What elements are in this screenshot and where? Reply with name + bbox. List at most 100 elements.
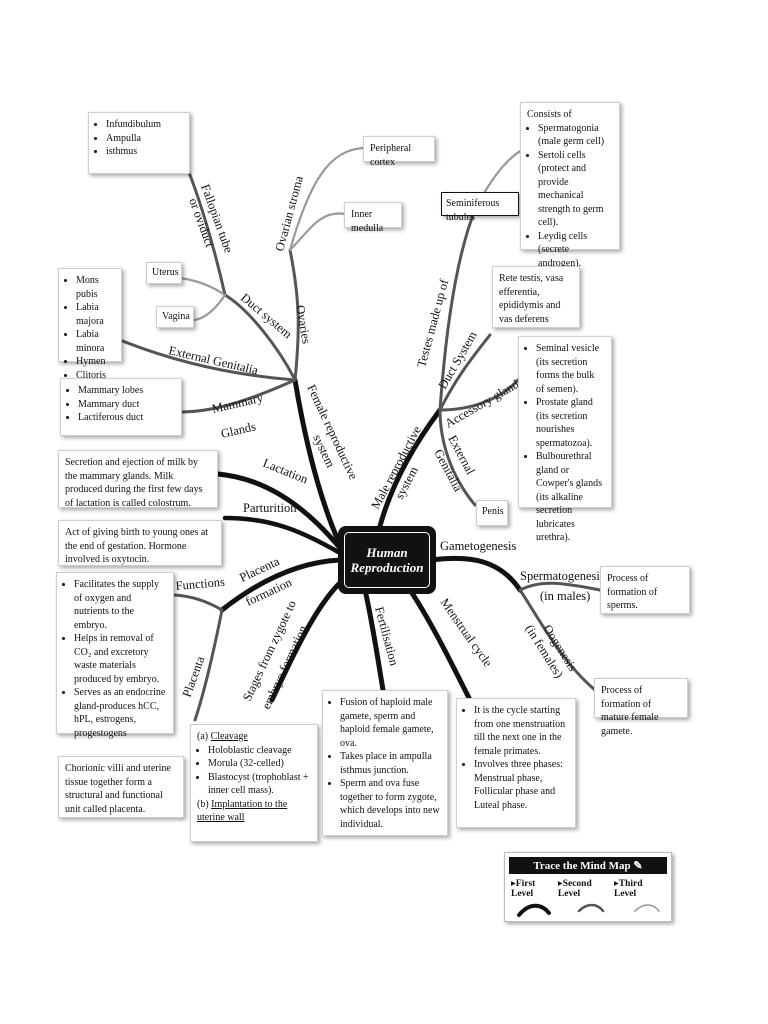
stages-box: (a) Cleavage Holoblastic cleavage Morula… bbox=[190, 724, 318, 842]
second-level-swatch bbox=[577, 903, 605, 913]
list-item: Serves as an endocrine gland-produces hC… bbox=[74, 686, 167, 740]
label-spermatogenesis-2: (in males) bbox=[540, 589, 590, 603]
peripheral-cortex-box: Peripheral cortex bbox=[363, 136, 435, 168]
legend-second-label: Second Level bbox=[557, 879, 592, 899]
box-text: Penis bbox=[482, 506, 504, 517]
box-text: Chorionic villi and uterine tissue toget… bbox=[65, 763, 171, 815]
label-ovaries: Ovaries bbox=[293, 304, 314, 345]
branch-stages bbox=[269, 575, 348, 703]
penis-box: Penis bbox=[476, 500, 508, 526]
box-text: Peripheral cortex bbox=[370, 143, 412, 168]
list-item: Mammary duct bbox=[78, 398, 175, 412]
list-item: Spermatogonia (male germ cell) bbox=[538, 122, 613, 149]
lactation-box: Secretion and ejection of milk by the ma… bbox=[58, 450, 218, 509]
legend-third-label: Third Level bbox=[614, 879, 643, 899]
list-item: Labia majora bbox=[76, 301, 115, 328]
box-text: Secretion and ejection of milk by the ma… bbox=[65, 457, 203, 509]
list-item: Sertoli cells (protect and provide mecha… bbox=[538, 149, 613, 230]
list-item: Blastocyst (trophoblast + inner cell mas… bbox=[208, 771, 311, 798]
testes-box: Consists of Spermatogonia (male germ cel… bbox=[520, 102, 620, 269]
center-title-line2: Reproduction bbox=[350, 560, 424, 575]
seminiferous-box: Seminiferous tubules bbox=[441, 192, 519, 223]
legend-first-level: ▸First Level bbox=[511, 879, 536, 899]
list-item: Involves three phases: Menstrual phase, … bbox=[474, 758, 569, 812]
pencil-icon: ✎ bbox=[633, 860, 643, 872]
list-item: Takes place in ampulla isthmus junction. bbox=[340, 750, 441, 777]
list-item: Clitoris bbox=[76, 369, 115, 383]
oogenesis-box: Process of formation of mature female ga… bbox=[594, 678, 688, 737]
label-glands: Glands bbox=[220, 419, 258, 441]
third-level-swatch bbox=[634, 904, 660, 912]
menstrual-box: It is the cycle starting from one menstr… bbox=[456, 698, 576, 828]
list-item: Hymen bbox=[76, 355, 115, 369]
list-item: Facilitates the supply of oxygen and nut… bbox=[74, 578, 167, 632]
list-item: Seminal vesicle (its secretion forms the… bbox=[536, 342, 605, 396]
list-item: Prostate gland (its secretion nourishes … bbox=[536, 396, 605, 450]
list-item: Helps in removal of CO₂ and excretory wa… bbox=[74, 632, 167, 686]
list-item: Morula (32-celled) bbox=[208, 757, 311, 771]
item-marker: (b) bbox=[197, 798, 209, 810]
legend-title-text: Trace the Mind Map bbox=[533, 860, 631, 872]
branch-male-system bbox=[377, 407, 443, 529]
external-genitalia-box: Mons pubis Labia majora Labia minora Hym… bbox=[58, 268, 122, 381]
branch-gametogenesis bbox=[429, 555, 523, 593]
list-item: Mons pubis bbox=[76, 274, 115, 301]
label-mammary: Mammary bbox=[211, 390, 266, 416]
list-item: It is the cycle starting from one menstr… bbox=[474, 704, 569, 758]
vagina-box: Vagina bbox=[156, 306, 194, 328]
legend-third-level: ▸Third Level bbox=[614, 879, 643, 899]
spermatogenesis-box: Process of formation of sperms. bbox=[600, 566, 690, 614]
uterus-box: Uterus bbox=[146, 262, 182, 284]
branch-parturition bbox=[222, 515, 343, 556]
branch-menstrual bbox=[407, 587, 473, 703]
box-heading: Consists of bbox=[527, 109, 572, 120]
branch-placenta-formation bbox=[219, 557, 343, 613]
box-text: Vagina bbox=[162, 311, 190, 322]
functions-box: Facilitates the supply of oxygen and nut… bbox=[56, 572, 174, 739]
list-item: Fusion of haploid male gamete, sperm and… bbox=[340, 696, 441, 750]
duct-system-m-box: Rete testis, vasa efferentia, epididymis… bbox=[492, 266, 580, 328]
box-text: Process of formation of sperms. bbox=[607, 573, 658, 611]
cleavage-heading: Cleavage bbox=[210, 731, 248, 742]
label-menstrual-cycle: Menstrual cycle bbox=[438, 596, 496, 670]
box-text: Seminiferous tubules bbox=[446, 198, 500, 223]
fertilisation-box: Fusion of haploid male gamete, sperm and… bbox=[322, 690, 448, 836]
list-item: Ampulla bbox=[106, 132, 183, 146]
list-item: Labia minora bbox=[76, 328, 115, 355]
legend-second-level: ▸Second Level bbox=[557, 879, 592, 899]
accessory-box: Seminal vesicle (its secretion forms the… bbox=[518, 336, 612, 543]
list-item: Lactiferous duct bbox=[78, 411, 175, 425]
branch-lactation bbox=[215, 471, 343, 551]
fallopian-box: Infundibulum Ampulla isthmus bbox=[88, 112, 190, 174]
list-item: isthmus bbox=[106, 145, 183, 159]
implantation-heading: Implantation to the uterine wall bbox=[197, 798, 288, 824]
legend-title: Trace the Mind Map ✎ bbox=[509, 857, 667, 874]
list-item: Bulbourethral gland or Cowper's glands (… bbox=[536, 450, 605, 545]
list-item: Sperm and ova fuse together to form zygo… bbox=[340, 777, 441, 831]
first-level-swatch bbox=[517, 903, 551, 917]
parturition-box: Act of giving birth to young ones at the… bbox=[58, 520, 222, 566]
box-text: Process of formation of mature female ga… bbox=[601, 685, 659, 737]
legend-swatches bbox=[517, 903, 660, 917]
legend-row: ▸First Level ▸Second Level ▸Third Level bbox=[505, 874, 671, 899]
label-male-system-1: Male reproductive bbox=[368, 423, 424, 511]
list-item: Holoblastic cleavage bbox=[208, 744, 311, 758]
box-text: Act of giving birth to young ones at the… bbox=[65, 527, 209, 565]
center-node: Human Reproduction bbox=[338, 526, 436, 594]
inner-medulla-box: Inner medulla bbox=[344, 202, 402, 234]
label-duct-system-m: Duct System bbox=[435, 329, 479, 392]
box-text: Rete testis, vasa efferentia, epididymis… bbox=[499, 273, 564, 325]
item-marker: (a) bbox=[197, 731, 209, 742]
mammary-box: Mammary lobes Mammary duct Lactiferous d… bbox=[60, 378, 182, 436]
box-text: Inner medulla bbox=[351, 209, 384, 234]
list-item: Leydig cells (secrete androgen). bbox=[538, 230, 613, 271]
list-item: Mammary lobes bbox=[78, 384, 175, 398]
legend-first-label: First Level bbox=[511, 879, 536, 899]
box-text: Uterus bbox=[152, 267, 179, 278]
placenta-box: Chorionic villi and uterine tissue toget… bbox=[58, 756, 184, 818]
list-item: Infundibulum bbox=[106, 118, 183, 132]
label-parturition: Parturition bbox=[243, 501, 297, 515]
center-title-line1: Human bbox=[366, 545, 408, 560]
label-gametogenesis: Gametogenesis bbox=[440, 539, 517, 553]
